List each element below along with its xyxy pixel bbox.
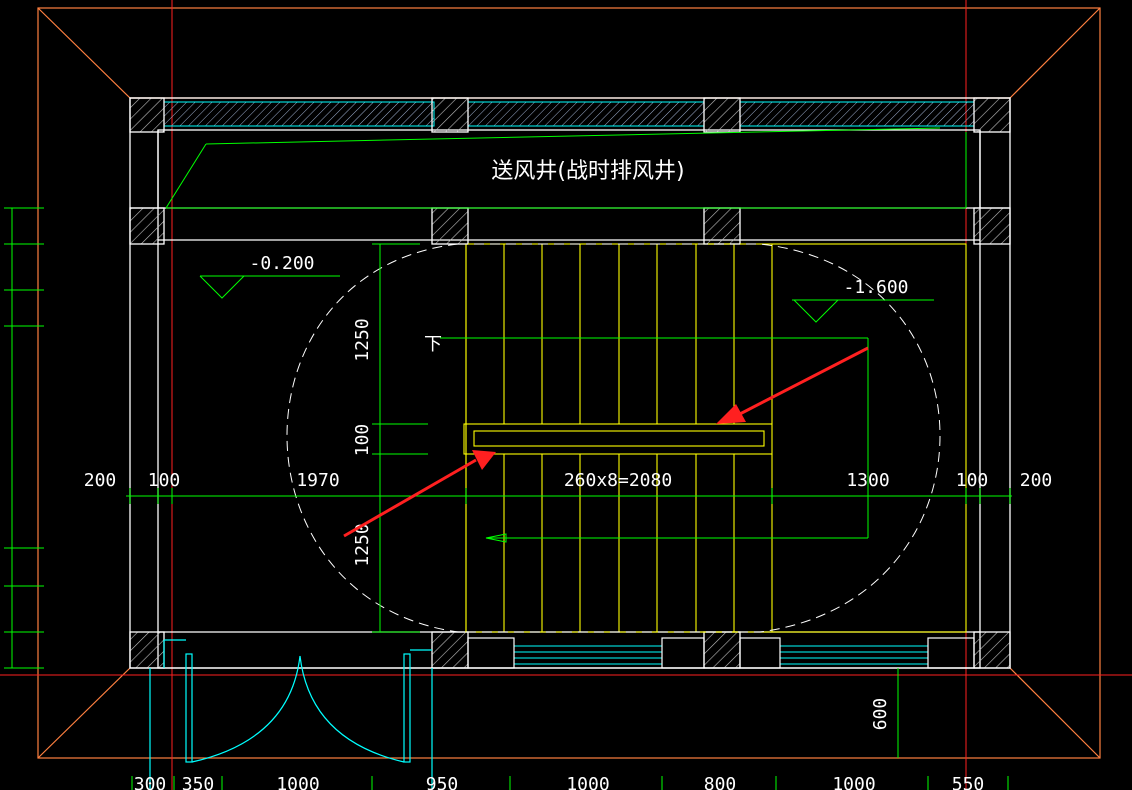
double-door: [149, 639, 433, 790]
annotation-arrow-upper: [716, 346, 869, 424]
dim-bottom-1000-c: 1000: [832, 774, 875, 790]
top-window: [163, 101, 975, 127]
dim-bottom-1000-b: 1000: [566, 774, 609, 790]
level-left-label: -0.200: [249, 253, 314, 274]
dim-bottom-800: 800: [704, 774, 737, 790]
dim-bottom-300: 300: [134, 774, 167, 790]
stair-direction-label: 下: [424, 334, 442, 355]
dim-vertical-middle: 100: [352, 424, 373, 457]
dim-vertical-right: 600: [870, 698, 891, 731]
dashed-boundary: [286, 243, 941, 633]
dim-vertical-upper: 1250: [352, 318, 373, 361]
mid-dimension-texts: 200 100 1970 260x8=2080 1300 100 200: [84, 470, 1053, 491]
dim-bottom-550: 550: [952, 774, 985, 790]
stair: [463, 243, 967, 633]
vertical-dimension-line: [4, 207, 899, 758]
dim-vertical-lower: 1250: [352, 523, 373, 566]
shaft-title: 送风井(战时排风井): [491, 159, 684, 184]
level-marker-left: [199, 275, 340, 299]
level-marker-right: [792, 299, 934, 323]
annotation-arrow-lower: [343, 450, 496, 538]
dim-mid-100-left: 100: [148, 470, 181, 491]
bottom-dimension-texts: 300 350 1000 950 1000 800 1000 550: [134, 774, 985, 790]
dim-mid-200-right: 200: [1020, 470, 1053, 491]
dim-bottom-950: 950: [426, 774, 459, 790]
level-right-label: -1.600: [843, 277, 908, 298]
dim-mid-200-left: 200: [84, 470, 117, 491]
dim-mid-stair-run: 260x8=2080: [564, 470, 672, 491]
dim-bottom-1000-a: 1000: [276, 774, 319, 790]
shaft-outline: [165, 127, 967, 209]
bottom-windows: [514, 645, 928, 665]
bottom-dimension-ticks: [131, 776, 1009, 790]
dim-mid-1300: 1300: [846, 470, 889, 491]
dim-bottom-350: 350: [182, 774, 215, 790]
stair-walkline: [440, 337, 869, 543]
dim-mid-1970: 1970: [296, 470, 339, 491]
columns: [129, 97, 1011, 669]
bottom-wall-segments: [467, 637, 975, 669]
mid-dimension-line: [126, 488, 1012, 504]
dim-mid-100-right: 100: [956, 470, 989, 491]
